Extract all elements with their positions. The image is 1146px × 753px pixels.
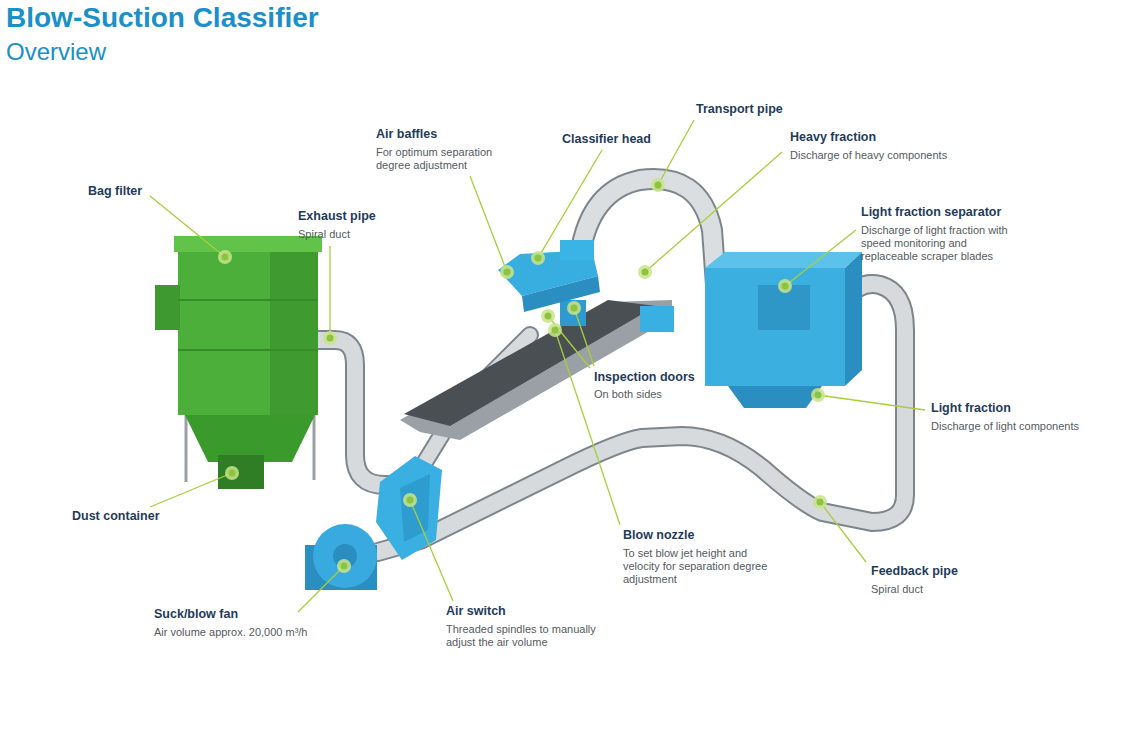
part-name: Light fraction <box>931 401 1011 415</box>
part-note: On both sides <box>594 388 662 401</box>
part-note: Discharge of light components <box>931 420 1131 433</box>
part-name: Air baffles <box>376 127 437 141</box>
part-name: Light fraction separator <box>861 205 1001 219</box>
page-title: Blow-Suction Classifier <box>6 2 319 34</box>
part-name: Blow nozzle <box>623 528 695 542</box>
part-name: Air switch <box>446 604 506 618</box>
part-note: Threaded spindles to manually adjust the… <box>446 623 626 649</box>
part-note: To set blow jet height and velocity for … <box>623 547 783 586</box>
part-name: Inspection doors <box>594 370 695 384</box>
part-name: Feedback pipe <box>871 564 958 578</box>
part-name: Dust container <box>72 509 160 523</box>
part-note: Discharge of light fraction with speed m… <box>861 224 1021 263</box>
part-name: Transport pipe <box>696 102 783 116</box>
part-name: Exhaust pipe <box>298 209 376 223</box>
part-note: Spiral duct <box>298 228 350 241</box>
part-name: Heavy fraction <box>790 130 876 144</box>
part-note: Spiral duct <box>871 583 923 596</box>
subtitle: Overview <box>6 38 106 66</box>
part-name: Suck/blow fan <box>154 607 238 621</box>
part-note: Discharge of heavy components <box>790 149 980 162</box>
part-name: Bag filter <box>88 184 142 198</box>
part-name: Classifier head <box>562 132 651 146</box>
part-note: Air volume approx. 20,000 m³/h <box>154 626 354 639</box>
part-note: For optimum separation degree adjustment <box>376 146 516 172</box>
